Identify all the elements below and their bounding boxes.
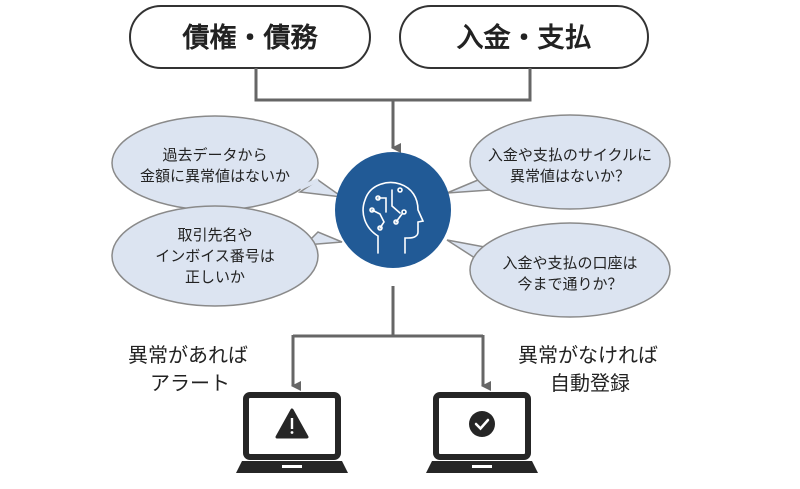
bubble-text: 金額に異常値はないか: [140, 167, 290, 185]
ai-brain-circle: [335, 152, 451, 268]
input-box-receivables-payables: 債権・債務: [129, 5, 371, 69]
input-label: 入金・支払: [457, 22, 592, 54]
connector-top: [254, 68, 532, 153]
outcome-anomaly-label: 異常があれば: [128, 343, 248, 367]
check-icon: [469, 411, 495, 437]
check-bubble-vendor-invoice: 取引先名や インボイス番号は 正しいか: [111, 205, 343, 307]
outcome-normal-label: 自動登録: [550, 371, 630, 395]
check-bubble-cycle: 入金や支払のサイクルに 異常値はないか？: [446, 114, 671, 210]
laptop-alert: [236, 392, 348, 473]
bubble-text: 過去データから: [162, 146, 267, 164]
outcome-normal-label: 異常がなければ: [518, 343, 658, 367]
bubble-text: 正しいか: [185, 268, 245, 286]
connector-bottom: [291, 286, 491, 391]
laptop-auto-register: [426, 392, 538, 473]
outcome-anomaly-label: アラート: [150, 371, 230, 395]
input-label: 債権・債務: [182, 22, 319, 54]
bubble-text: 異常値はないか？: [510, 167, 630, 185]
ai-head-icon: [362, 181, 425, 254]
bubble-text: 今まで通りか？: [517, 275, 622, 293]
bubble-text: 取引先名や: [177, 226, 252, 244]
check-bubble-past-data: 過去データから 金額に異常値はないか: [111, 115, 343, 211]
warning-icon: [275, 408, 309, 439]
bubble-text: 入金や支払のサイクルに: [488, 146, 652, 164]
bubble-text: インボイス番号は: [155, 247, 275, 265]
input-box-deposits-payments: 入金・支払: [399, 5, 649, 69]
check-bubble-account: 入金や支払の口座は 今まで通りか？: [446, 222, 671, 318]
bubble-text: 入金や支払の口座は: [502, 254, 637, 272]
